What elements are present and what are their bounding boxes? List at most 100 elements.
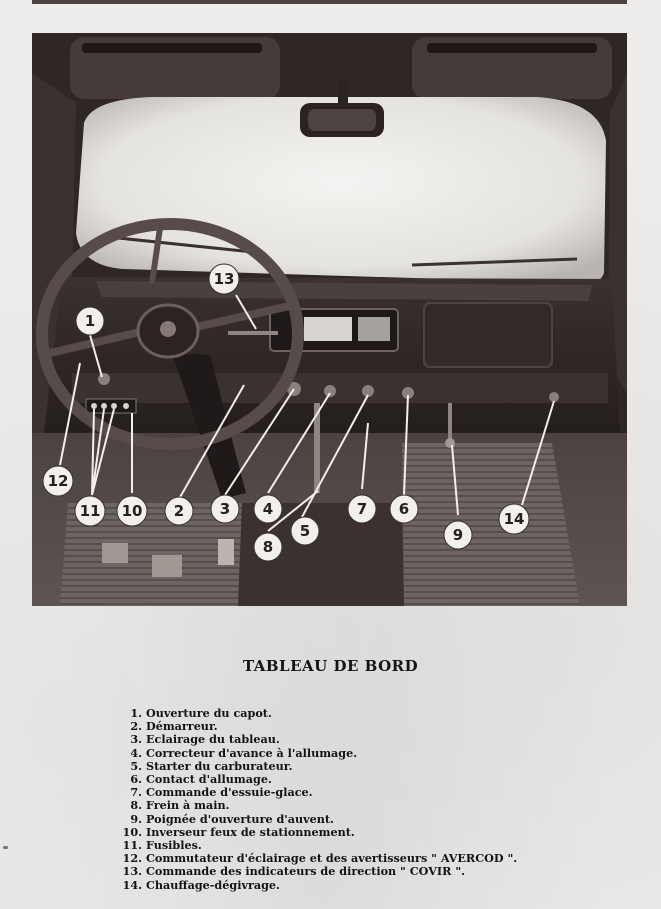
marker-11-label: 11 xyxy=(80,502,101,520)
legend-item-number: 14. xyxy=(122,877,142,892)
legend-item: 5. Starter du carburateur. xyxy=(118,758,517,773)
legend-item-text: Contact d'allumage. xyxy=(146,772,272,787)
glove-box xyxy=(423,302,553,368)
legend-item: 12. Commutateur d'éclairage et des averti… xyxy=(118,851,518,866)
mirror-stem xyxy=(338,81,348,105)
legend-item: 8.Frein à main. xyxy=(118,799,517,812)
marker-10-label: 10 xyxy=(122,502,143,520)
marker-1-label: 1 xyxy=(85,312,95,330)
handbrake-lever xyxy=(314,403,320,493)
dashboard-photo: 1 2 3 4 5 6 7 8 xyxy=(32,33,627,606)
leader-11c xyxy=(91,408,115,496)
marker-6-label: 6 xyxy=(399,500,409,518)
marker-2: 2 xyxy=(164,496,194,526)
legend-item: 14.Chauffage-dégivrage. xyxy=(118,877,517,892)
right-floor-mat xyxy=(402,443,580,606)
steering-spoke-right xyxy=(195,301,295,331)
left-visor-slot xyxy=(82,43,262,53)
leader-7 xyxy=(361,422,369,490)
legend-item-number: 13. xyxy=(122,864,142,879)
fuse-1 xyxy=(91,403,97,409)
legend-item-number: 10. xyxy=(122,824,142,839)
leader-11a xyxy=(91,408,95,496)
legend-item: 13.Commande des indicateurs de direction… xyxy=(118,865,517,878)
marker-2-label: 2 xyxy=(174,502,184,520)
legend-item: 4.Correcteur d'avance à l'allumage. xyxy=(118,745,517,760)
legend-item-text: Commutateur d'éclairage et des avertisse… xyxy=(146,851,518,866)
legend-item-number: 7. xyxy=(130,785,142,800)
legend-item-text: Frein à main. xyxy=(146,798,230,813)
marker-5-label: 5 xyxy=(300,522,310,540)
leader-11b xyxy=(91,408,105,496)
legend-item-text: Ouverture du capot. xyxy=(146,706,272,720)
speedometer-window xyxy=(304,317,352,341)
marker-13-label: 13 xyxy=(214,270,235,288)
marker-14-label: 14 xyxy=(504,510,525,528)
marker-11: 11 xyxy=(74,495,106,527)
legend-item-number: 3. xyxy=(130,732,142,747)
marker-12: 12 xyxy=(42,465,74,497)
knob-advance xyxy=(324,385,336,397)
marker-7: 7 xyxy=(347,494,377,524)
fuse-3 xyxy=(111,403,117,409)
leader-4 xyxy=(267,392,331,494)
legend-item-number: 1. xyxy=(130,706,142,720)
marker-3-label: 3 xyxy=(220,500,230,518)
knob-hood-release xyxy=(98,373,110,385)
steering-wheel xyxy=(36,218,304,450)
marker-1: 1 xyxy=(75,306,105,336)
knob-choke xyxy=(362,385,374,397)
accelerator-pedal xyxy=(218,539,234,565)
legend-item: 7. Commande d'essuie-glace. xyxy=(118,786,517,799)
clutch-pedal xyxy=(102,543,128,563)
marker-12-label: 12 xyxy=(48,472,69,490)
legend-item-text: Inverseur feux de stationnement. xyxy=(146,824,355,839)
steering-spoke-left xyxy=(49,327,145,357)
right-wiper-blade xyxy=(411,257,578,267)
margin-speck xyxy=(3,846,8,849)
mirror-glass xyxy=(308,109,376,131)
legend-item-number: 5. xyxy=(130,758,142,773)
legend-item-text: Commande d'essuie-glace. xyxy=(146,785,313,800)
brake-pedal xyxy=(152,555,182,577)
marker-9-label: 9 xyxy=(453,526,463,544)
legend-item-number: 6. xyxy=(130,772,142,787)
top-edge-line xyxy=(32,0,627,4)
legend-item: 6. Contact d'allumage. xyxy=(118,772,517,787)
legend-item-text: Poignée d'ouverture d'auvent. xyxy=(146,811,334,826)
leader-14 xyxy=(521,400,555,506)
marker-9: 9 xyxy=(443,520,473,550)
legend-item-number: 11. xyxy=(122,838,142,853)
marker-3: 3 xyxy=(210,494,240,524)
legend-item-text: Fusibles. xyxy=(146,838,202,853)
legend-item-text: Eclairage du tableau. xyxy=(146,732,280,747)
leader-5 xyxy=(301,394,369,518)
marker-8: 8 xyxy=(253,532,283,562)
steering-spoke-top xyxy=(149,227,163,284)
legend-item: 10. Inverseur feux de stationnement. xyxy=(118,824,517,839)
fuse-4 xyxy=(123,403,129,409)
legend-item-text: Starter du carburateur. xyxy=(146,758,293,773)
marker-13: 13 xyxy=(208,263,240,295)
leader-9 xyxy=(451,444,459,516)
dashboard-illustration: 1 2 3 4 5 6 7 8 xyxy=(32,33,627,606)
leader-12 xyxy=(59,362,81,466)
gauge-window xyxy=(358,317,390,341)
leader-6 xyxy=(403,394,409,496)
windshield xyxy=(76,97,606,285)
page-title: TABLEAU DE BORD xyxy=(242,657,419,675)
center-tunnel xyxy=(238,503,404,606)
legend-item: 1. Ouverture du capot. xyxy=(118,706,517,720)
legend-item: 3. Eclairage du tableau. xyxy=(118,733,517,746)
legend-item-text: Démarreur. xyxy=(146,719,218,734)
marker-8-label: 8 xyxy=(263,538,273,556)
leader-13 xyxy=(235,294,257,330)
legend-item-text: Correcteur d'avance à l'allumage. xyxy=(146,745,358,760)
knob-heater xyxy=(549,392,559,402)
legend-item-number: 12. xyxy=(122,851,142,866)
marker-5: 5 xyxy=(290,516,320,546)
marker-14: 14 xyxy=(498,503,530,535)
legend-item: 9.Poignée d'ouverture d'auvent. xyxy=(118,811,517,826)
legend-item: 2.Démarreur. xyxy=(118,720,517,733)
steering-column xyxy=(172,353,246,499)
